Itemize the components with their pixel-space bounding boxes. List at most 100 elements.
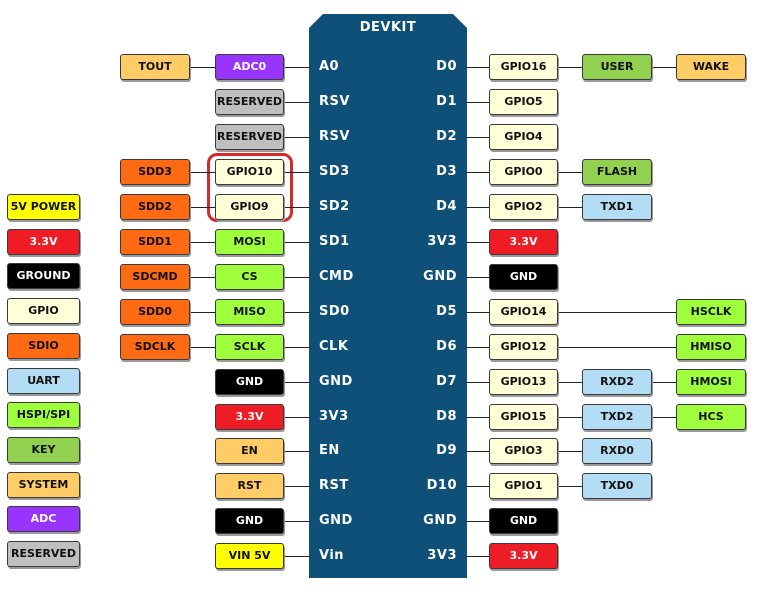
pin-connector [284,486,310,487]
pin-connector [466,486,489,487]
board-pin-right: D2 [436,128,457,144]
pin-label-sdio: SDD2 [120,193,190,220]
board-pin-right: D1 [436,93,457,109]
pin-connector [466,172,489,173]
legend-key: KEY [7,436,80,463]
pin-label-spi: SCLK [215,333,284,360]
pin-label-adc: ADC0 [215,54,284,80]
pin-label-sdio: SDCMD [120,263,190,290]
highlight-ring [207,153,293,222]
pin-connector [466,382,489,383]
pin-label-system: WAKE [676,54,746,80]
pin-label-gpio: GPIO12 [489,333,558,360]
pin-label-key: FLASH [582,158,652,185]
board-pin-right: D5 [436,303,457,319]
board-pin-left: RST [319,478,349,494]
pin-connector [284,207,310,208]
pin-connector [466,347,489,348]
legend-ground: GROUND [7,263,80,290]
pin-label-gpio: GPIO3 [489,438,558,465]
pin-connector [558,486,582,487]
board-pin-right: D3 [436,163,457,179]
pin-connector [284,102,310,103]
pin-label-gpio: GPIO16 [489,54,558,80]
board-pin-right: D8 [436,408,457,424]
pin-connector [466,312,489,313]
pin-label-spi: HSCLK [676,298,746,325]
pin-label-gpio: GPIO9 [215,193,284,220]
legend-adc: ADC [7,506,80,533]
pin-connector [466,207,489,208]
pin-connector [284,521,310,522]
board-pin-left: SD2 [319,198,350,214]
board-pin-left: EN [319,443,340,459]
board-pin-right: GND [423,513,457,529]
board-title: DEVKIT [359,20,417,35]
legend-reserved: RESERVED [7,541,80,567]
pin-label-spi: MISO [215,298,284,325]
pin-label-power_3v3: 3.3V [215,403,284,430]
pin-connector [558,207,582,208]
pin-label-reserved: RESERVED [215,88,284,115]
pin-label-ground: GND [489,508,558,535]
pin-connector [284,242,310,243]
board-pin-left: CMD [319,268,354,284]
pin-connector [558,451,582,452]
pin-label-uart: RXD2 [582,368,652,395]
pin-connector [284,67,310,68]
pin-connector [466,451,489,452]
pin-label-ground: GND [215,508,284,535]
pin-label-power_3v3: 3.3V [489,228,558,255]
board-pin-left: SD3 [319,163,350,179]
legend-system: SYSTEM [7,471,80,498]
pin-label-gpio: GPIO0 [489,158,558,185]
board-pin-right: D7 [436,373,457,389]
pin-connector [466,417,489,418]
pin-connector [284,277,310,278]
pin-connector [466,102,489,103]
pin-label-uart: TXD2 [582,403,652,430]
board-pin-left: CLK [319,338,349,354]
pin-label-spi: HMISO [676,333,746,360]
pin-label-uart: RXD0 [582,438,652,465]
pin-label-power_5v: VIN 5V [215,543,284,570]
pin-connector [190,347,215,348]
board-pin-right: GND [423,268,457,284]
pin-connector [558,172,582,173]
pin-connector [466,67,489,68]
legend-gpio: GPIO [7,298,80,325]
pin-label-sdio: SDD0 [120,298,190,325]
board-pin-left: RSV [319,128,350,144]
pin-label-gpio: GPIO13 [489,368,558,395]
pin-label-gpio: GPIO15 [489,403,558,430]
board-pin-left: RSV [319,93,350,109]
pin-connector [466,242,489,243]
pin-label-sdio: SDD1 [120,228,190,255]
legend-uart: UART [7,367,80,394]
pin-label-spi: MOSI [215,228,284,255]
pin-label-reserved: RESERVED [215,123,284,150]
pin-label-key: USER [582,54,652,80]
pin-connector [284,172,310,173]
pin-connector [190,242,215,243]
pin-label-gpio: GPIO10 [215,158,284,185]
pin-connector [466,556,489,557]
legend-power_5v: 5V POWER [7,194,80,220]
board-pin-right: D9 [436,443,457,459]
pin-connector [466,137,489,138]
pin-connector [558,312,676,313]
pin-connector [284,312,310,313]
pin-connector [190,312,215,313]
pin-label-uart: TXD0 [582,473,652,500]
pin-label-sdio: SDD3 [120,158,190,185]
pin-label-system: EN [215,438,284,465]
pin-label-spi: HCS [676,403,746,430]
pin-connector [284,137,310,138]
pin-connector [190,67,215,68]
pin-label-gpio: GPIO14 [489,298,558,325]
pin-connector [190,207,215,208]
pin-connector [284,382,310,383]
pin-connector [190,277,215,278]
board-pin-left: Vin [319,548,345,564]
legend-power_3v3: 3.3V [7,228,80,255]
